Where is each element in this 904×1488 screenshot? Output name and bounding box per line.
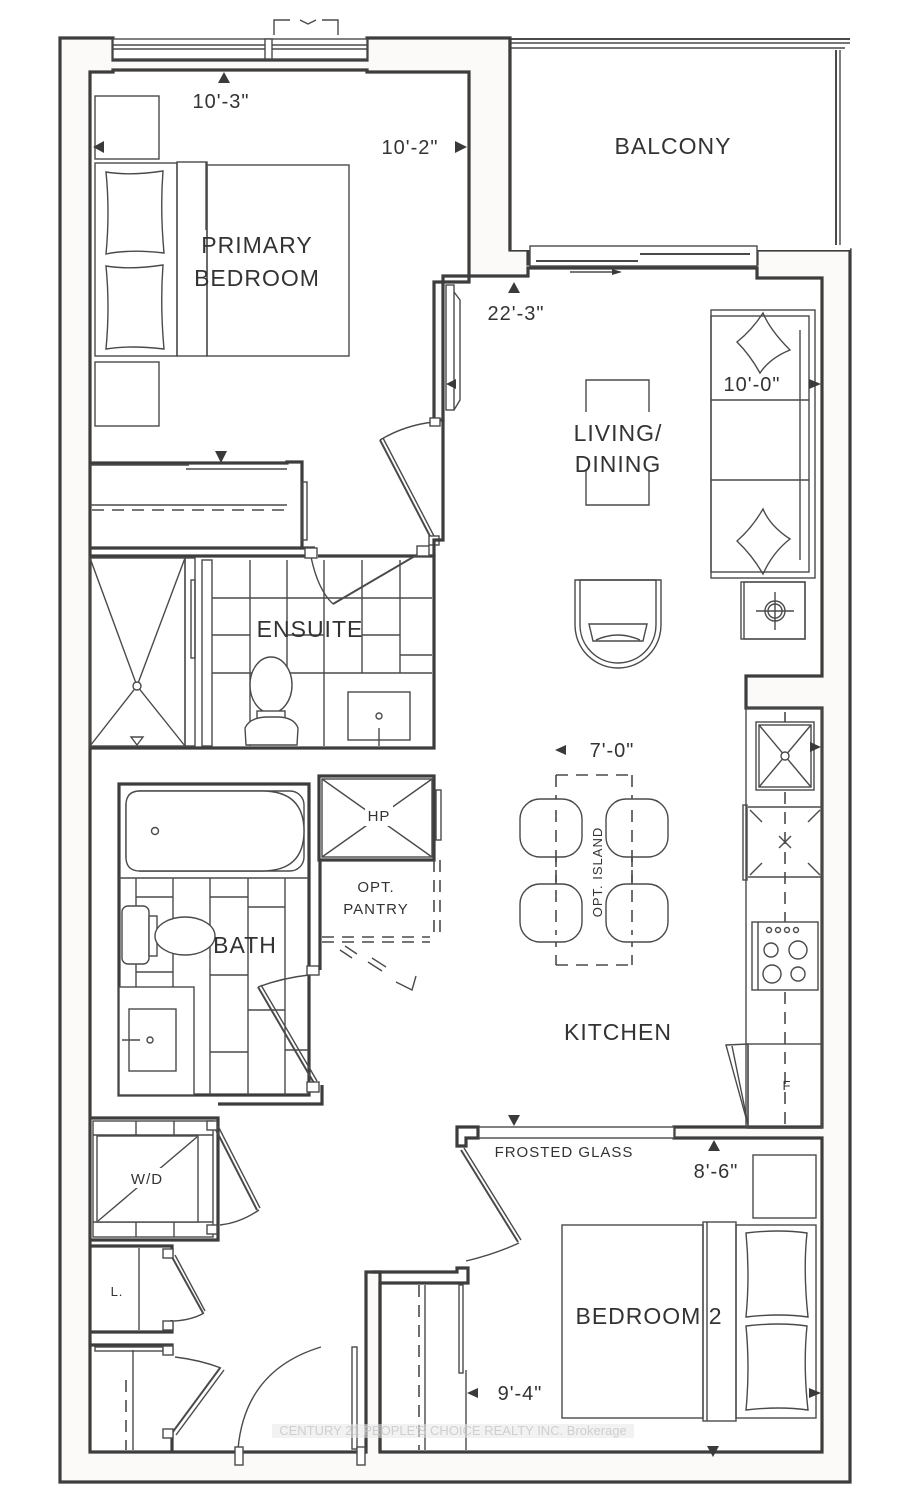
watermark: CENTURY 21 PEOPLE'S CHOICE REALTY INC. B… <box>272 1423 634 1438</box>
dimension-arrow-icon <box>215 451 227 463</box>
primary-bedroom-window <box>112 19 368 60</box>
bedroom2-label: BEDROOM 2 <box>575 1303 722 1329</box>
living-label-line2: DINING <box>575 451 662 477</box>
dimension-arrow-icon <box>93 141 104 153</box>
fridge-label: F <box>783 1078 792 1093</box>
bedroom2-partition: FROSTED GLASS 8'-6" <box>455 1115 739 1262</box>
bedroom2-width-dimension: 8'-6" <box>694 1161 739 1183</box>
linen-label: L. <box>111 1284 124 1299</box>
dimension-arrow-icon <box>708 1140 720 1151</box>
primary-bedroom-label-line1: PRIMARY <box>201 232 312 258</box>
bedroom-2: BEDROOM 2 9'-4" <box>372 1154 821 1457</box>
entry-door[interactable] <box>234 1346 366 1466</box>
bedroom2-length-dimension: 9'-4" <box>498 1383 543 1405</box>
dimension-arrow-icon <box>467 1388 478 1398</box>
primary-bedroom: PRIMARY BEDROOM 10'-3" 10'-2" <box>90 72 467 550</box>
dimension-arrow-icon <box>810 742 821 752</box>
living-label-line1: LIVING/ <box>574 420 663 446</box>
dimension-arrow-icon <box>707 1446 719 1457</box>
dimension-arrow-icon <box>508 282 520 293</box>
optional-pantry: OPT. PANTRY <box>322 860 441 992</box>
pantry-label-line2: PANTRY <box>343 901 408 918</box>
frosted-glass-label: FROSTED GLASS <box>495 1144 634 1161</box>
kitchen-label: KITCHEN <box>564 1019 672 1045</box>
dimension-arrow-icon <box>508 1115 520 1126</box>
living-width-dimension: 10'-0" <box>724 374 781 396</box>
living-dining: LIVING/ DINING 22'-3" 10'-0" <box>488 282 821 669</box>
dimension-arrow-icon <box>555 745 566 755</box>
balcony-label: BALCONY <box>615 133 732 159</box>
dimension-arrow-icon <box>218 72 230 83</box>
heat-pump-closet: HP <box>317 774 442 970</box>
primary-bedroom-label-line2: BEDROOM <box>194 265 320 291</box>
primary-width-dimension: 10'-3" <box>193 91 250 113</box>
bath: BATH <box>117 782 320 1097</box>
pantry-label-line1: OPT. <box>357 879 394 896</box>
linen-closet: L. <box>90 1244 206 1334</box>
bath-label: BATH <box>213 932 277 958</box>
balcony-sliding-door <box>529 245 758 275</box>
island-label: OPT. ISLAND <box>590 827 605 917</box>
balcony: BALCONY <box>508 38 850 250</box>
foyer-closet <box>90 1343 225 1452</box>
kitchen-width-dimension: 7'-0" <box>590 740 635 762</box>
primary-bedroom-door <box>379 417 445 556</box>
washer-dryer-label: W/D <box>131 1171 163 1188</box>
laundry-closet: W/D <box>90 1085 324 1242</box>
tv-unit <box>445 284 461 411</box>
ensuite-label: ENSUITE <box>257 616 364 642</box>
primary-length-dimension: 10'-2" <box>382 137 439 159</box>
dimension-arrow-icon <box>809 379 821 389</box>
living-length-dimension: 22'-3" <box>488 303 545 325</box>
kitchen: 7'-0" OPT. ISLAND KITCHEN <box>519 707 823 1129</box>
watermark-text: CENTURY 21 PEOPLE'S CHOICE REALTY INC. B… <box>279 1423 627 1438</box>
dimension-arrow-icon <box>809 1388 821 1398</box>
heat-pump-label: HP <box>368 808 391 825</box>
bar-stools <box>519 798 669 943</box>
ensuite: ENSUITE <box>89 545 436 750</box>
dimension-arrow-icon <box>455 141 467 153</box>
